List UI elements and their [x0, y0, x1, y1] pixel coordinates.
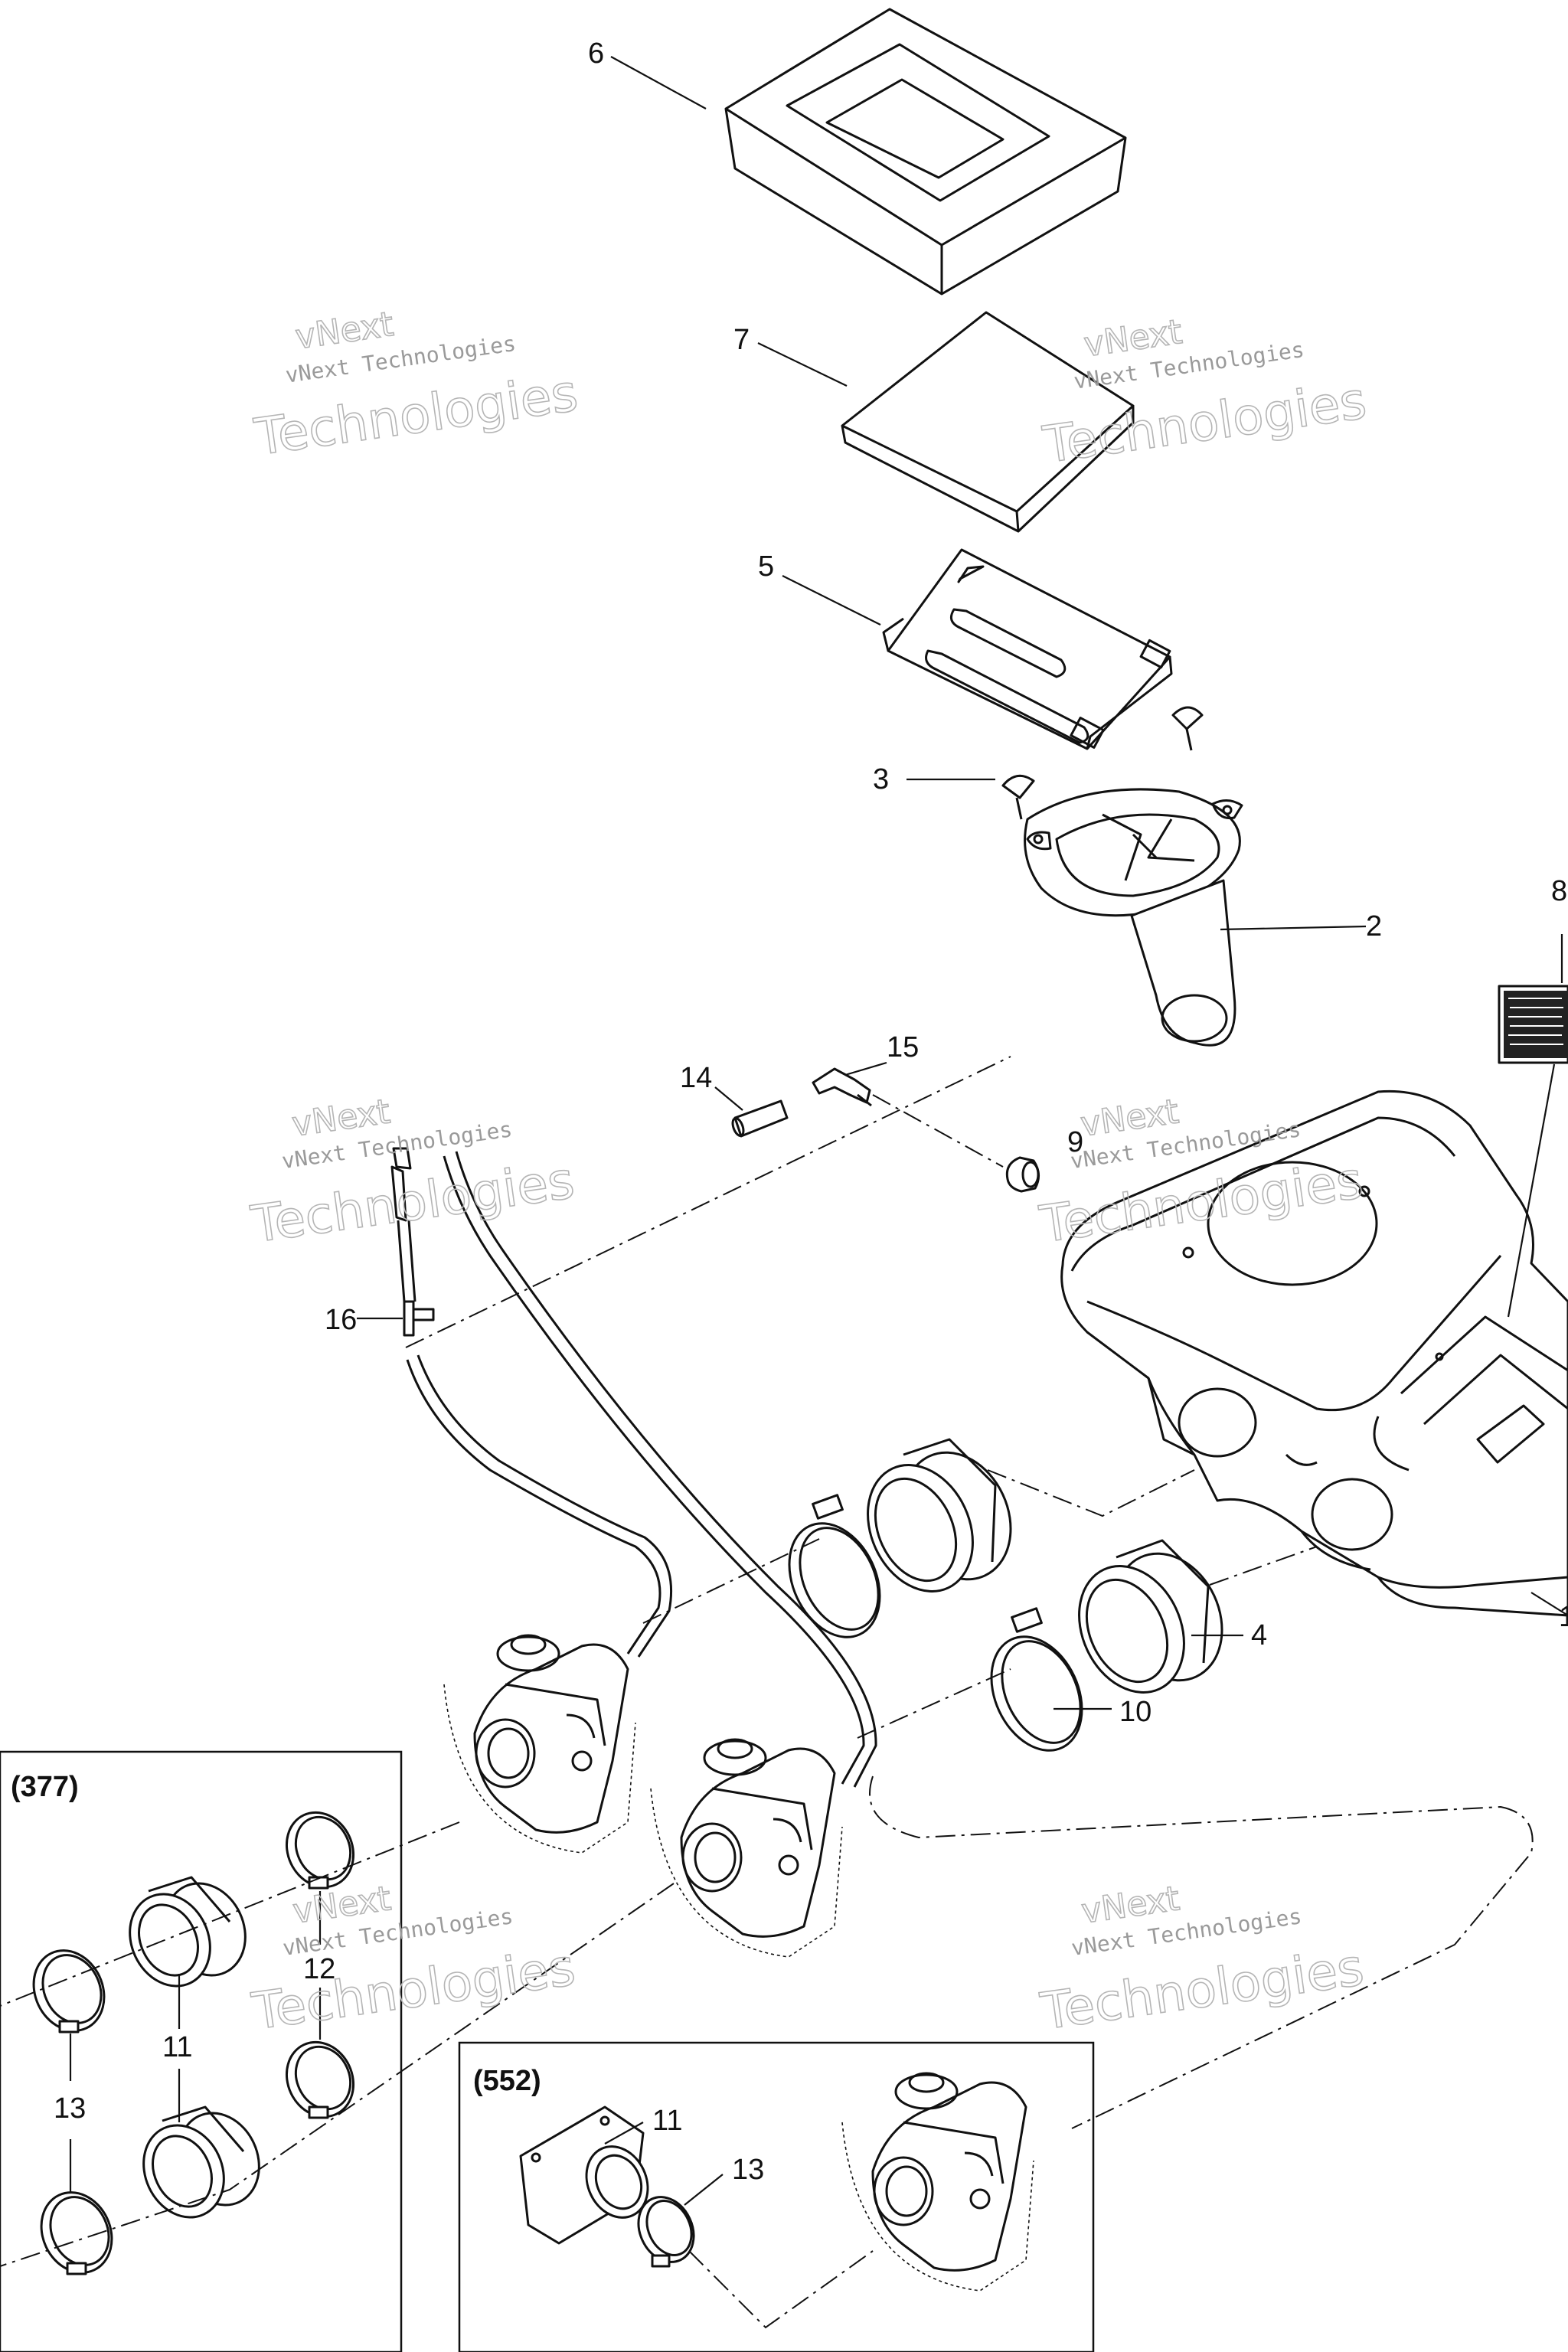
label-10: 10 [1119, 1696, 1152, 1728]
label-16: 16 [325, 1304, 357, 1336]
label-5: 5 [758, 550, 774, 583]
alignment-lines [0, 1056, 1534, 2329]
label-8: 8 [1551, 875, 1567, 907]
label-13b: 13 [732, 2154, 764, 2186]
leader-lines [69, 56, 1568, 2206]
part-7-filter-pad [841, 311, 1135, 533]
part-6-foam-frame [724, 8, 1127, 296]
box-552: (552) [458, 2041, 1095, 2352]
label-11a: 11 [162, 2031, 192, 2063]
part-4-adaptors [867, 1438, 1223, 1694]
part-1-air-silencer-box [1060, 1089, 1568, 1617]
label-13a: 13 [54, 2092, 86, 2125]
part-5-plate [882, 548, 1173, 750]
carburetor-552 [841, 2072, 1034, 2292]
box-377: (377) [0, 1750, 403, 2352]
part-10-clamps [788, 1494, 1083, 1752]
label-4: 4 [1251, 1619, 1267, 1651]
part-14-hose [731, 1099, 789, 1138]
part-9-grommet [1005, 1156, 1040, 1193]
label-1: 1 [1559, 1601, 1568, 1633]
label-14: 14 [680, 1062, 712, 1094]
box-377-clamp-left-lower [40, 2191, 113, 2275]
label-12: 12 [303, 1953, 335, 1985]
box-377-clamp-lower-right [285, 2040, 355, 2119]
label-2: 2 [1366, 910, 1382, 942]
box-377-adaptor-lower [142, 2105, 260, 2219]
box-552-adaptor [519, 2105, 649, 2245]
vent-hoses [397, 1151, 877, 1788]
box-377-label: (377) [11, 1771, 79, 1803]
watermark-top-right: vNext vNext Technologies Technologies [1039, 312, 1370, 475]
box-552-label: (552) [473, 2065, 541, 2097]
label-6: 6 [588, 38, 604, 70]
part-15-elbow-fitting [812, 1067, 872, 1107]
part-2-intake-funnel [1024, 788, 1243, 1047]
box-377-adaptor-upper [129, 1876, 247, 1988]
label-7: 7 [733, 324, 750, 356]
watermark-top-left: vNext vNext Technologies Technologies [250, 304, 582, 468]
box-552-clamp [637, 2196, 695, 2268]
part-8-warning-label [1498, 985, 1568, 1064]
part-3-screws [1001, 706, 1204, 820]
watermark-low-left: vNext vNext Technologies Technologies [247, 1878, 579, 2042]
carburetor-upper [443, 1634, 636, 1854]
callout-labels: 6 7 5 3 2 8 14 15 9 16 4 10 1 12 11 13 1… [54, 38, 1568, 2186]
label-9: 9 [1067, 1126, 1083, 1158]
watermark-low-right: vNext vNext Technologies Technologies [1036, 1878, 1367, 2042]
box-377-clamp-left-upper [32, 1949, 106, 2034]
carburetor-lower [650, 1738, 843, 1958]
part-16-t-fitting [390, 1147, 435, 1337]
watermark-mid-left: vNext vNext Technologies Technologies [247, 1092, 578, 1256]
label-11b: 11 [652, 2105, 682, 2137]
label-15: 15 [887, 1031, 919, 1063]
label-3: 3 [873, 763, 889, 795]
